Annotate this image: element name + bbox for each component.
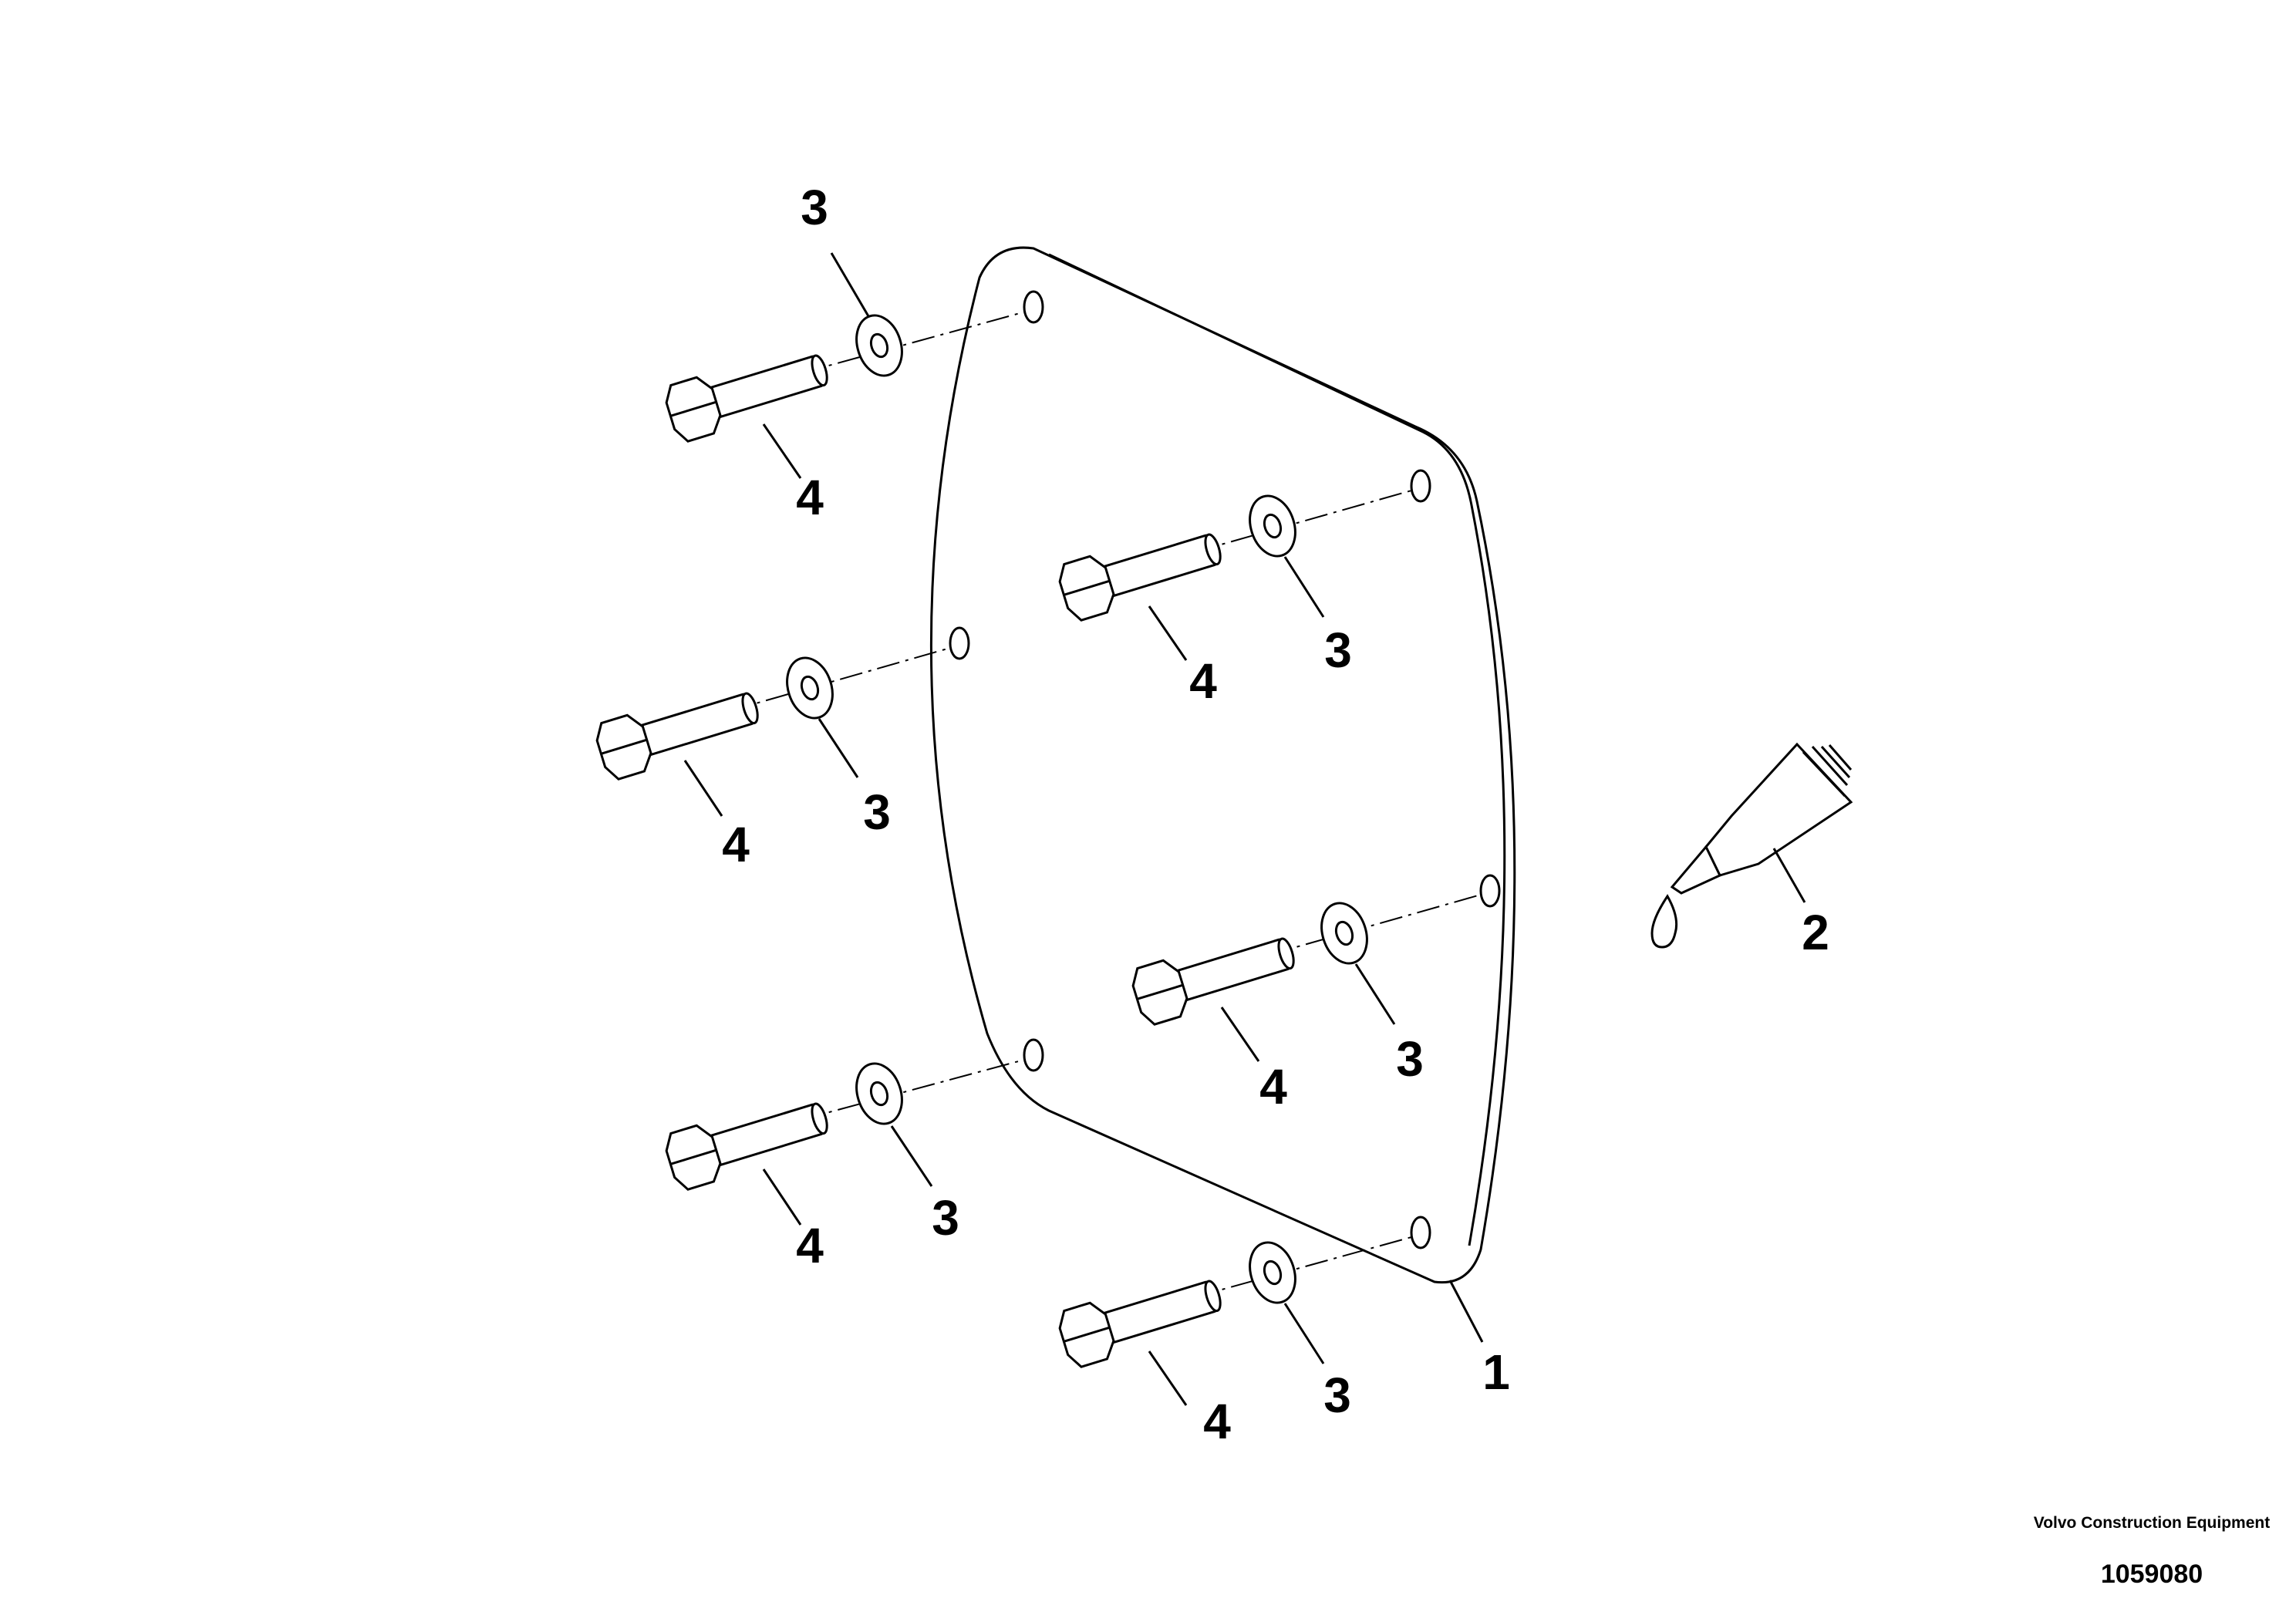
sealant-tube [1650, 742, 1853, 949]
callout-washer: 3 [863, 784, 891, 840]
callout-bolt: 4 [796, 1218, 824, 1273]
washer [1320, 902, 1368, 965]
bolt [1058, 1280, 1222, 1368]
washer [1249, 1241, 1296, 1304]
washer [1249, 494, 1296, 558]
cover-plate [929, 246, 1516, 1284]
callout-labels: 3 4 4 3 4 3 2 4 3 4 3 1 3 4 [722, 180, 1829, 1449]
bolt [665, 1102, 828, 1191]
callout-bolt: 4 [1259, 1059, 1287, 1114]
illustration-id: 1059080 [2100, 1560, 2203, 1589]
bolt [595, 692, 759, 781]
callout-bolt: 4 [722, 817, 750, 872]
brand-caption: Volvo Construction Equipment [2033, 1514, 2271, 1532]
callout-washer: 3 [1324, 622, 1352, 678]
callout-washer: 3 [1323, 1367, 1351, 1423]
callout-bolt: 4 [1189, 653, 1217, 709]
callout-washer: 3 [801, 180, 828, 235]
assembly-axes [728, 311, 1482, 1298]
callout-washer: 3 [1396, 1031, 1424, 1087]
washer [855, 1062, 903, 1125]
callout-washer: 3 [932, 1190, 959, 1246]
callout-bolt: 4 [1203, 1394, 1231, 1449]
washer [855, 314, 903, 377]
bolt [1058, 533, 1222, 622]
leader-lines [683, 252, 1806, 1406]
washer [786, 656, 834, 720]
bolt [665, 354, 828, 443]
callout-sealant: 2 [1802, 905, 1829, 960]
bolt [1131, 937, 1295, 1026]
callout-plate: 1 [1482, 1344, 1510, 1400]
callout-bolt: 4 [796, 470, 824, 525]
